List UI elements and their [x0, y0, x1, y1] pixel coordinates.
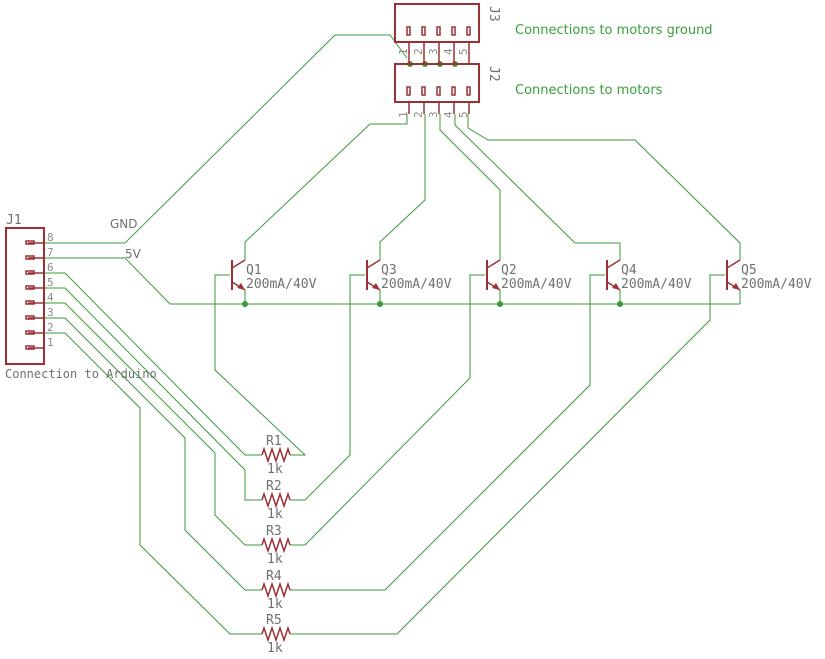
- resistor-r4: R4 1k: [261, 569, 291, 612]
- svg-text:1: 1: [397, 48, 410, 55]
- svg-text:2: 2: [412, 111, 425, 118]
- connector-j1: 8 7 6 5 4 3 2 1 J1 Connection to Arduino: [5, 213, 157, 381]
- svg-text:1k: 1k: [267, 597, 283, 612]
- note-j2: Connections to motors: [515, 83, 663, 98]
- j1-label: Connection to Arduino: [5, 367, 157, 381]
- note-j3: Connections to motors ground: [515, 23, 713, 38]
- svg-text:3: 3: [427, 111, 440, 118]
- svg-text:R1: R1: [266, 434, 282, 449]
- svg-text:Q2: Q2: [501, 263, 517, 278]
- svg-text:1: 1: [47, 336, 54, 349]
- svg-text:8: 8: [47, 231, 54, 244]
- svg-text:Q1: Q1: [246, 263, 262, 278]
- resistor-r5: R5 1k: [261, 613, 291, 656]
- j1-pin2-wire: [44, 332, 262, 635]
- svg-text:2: 2: [47, 321, 54, 334]
- v5-wire: [44, 257, 740, 305]
- svg-text:4: 4: [47, 291, 54, 304]
- q2-base-wire: [290, 274, 485, 546]
- q4-base-wire: [290, 274, 605, 591]
- svg-text:200mA/40V: 200mA/40V: [621, 277, 692, 292]
- j1-pin6-wire: [44, 272, 262, 456]
- q1-collector-wire: [244, 114, 408, 260]
- resistor-r2: R2 1k: [261, 479, 291, 522]
- connector-j3: 1 2 3 4 5 J3: [394, 3, 501, 64]
- transistor-q3: Q3 200mA/40V: [366, 259, 452, 292]
- transistor-q2: Q2 200mA/40V: [486, 259, 572, 292]
- transistor-q4: Q4 200mA/40V: [606, 259, 692, 292]
- svg-text:3: 3: [47, 306, 54, 319]
- j2-ref: J2: [486, 66, 501, 82]
- svg-text:R4: R4: [266, 569, 282, 584]
- svg-text:200mA/40V: 200mA/40V: [381, 277, 452, 292]
- svg-text:R5: R5: [266, 613, 282, 628]
- q5-base-wire: [290, 274, 725, 635]
- transistor-q5: Q5 200mA/40V: [726, 259, 812, 292]
- q2-collector-wire: [439, 114, 501, 260]
- connector-j2: 1 2 3 4 5 J2: [394, 63, 501, 118]
- svg-text:1k: 1k: [267, 641, 283, 656]
- j1-pin3-wire: [44, 317, 262, 591]
- q3-collector-wire: [379, 114, 426, 260]
- j1-ref: J1: [6, 213, 22, 228]
- j1-pin4-wire: [44, 302, 262, 546]
- q3-base-wire: [290, 274, 365, 501]
- net-label-gnd: GND: [110, 217, 138, 231]
- q5-collector-wire: [467, 114, 741, 260]
- svg-text:200mA/40V: 200mA/40V: [501, 277, 572, 292]
- transistor-q1: Q1 200mA/40V: [231, 259, 317, 292]
- svg-text:Q4: Q4: [621, 263, 637, 278]
- j3-ref: J3: [486, 6, 501, 22]
- resistor-r3: R3 1k: [261, 524, 291, 567]
- svg-text:4: 4: [442, 111, 455, 118]
- svg-text:R3: R3: [266, 524, 282, 539]
- j1-pin5-wire: [44, 287, 262, 501]
- svg-text:3: 3: [427, 48, 440, 55]
- q1-base-wire: [214, 274, 307, 456]
- q4-collector-wire: [454, 114, 621, 260]
- net-label-5v: 5V: [125, 247, 142, 261]
- svg-text:R2: R2: [266, 479, 282, 494]
- svg-text:200mA/40V: 200mA/40V: [741, 277, 812, 292]
- wires: [44, 34, 741, 635]
- svg-text:1k: 1k: [267, 462, 283, 477]
- svg-text:2: 2: [412, 48, 425, 55]
- svg-text:1k: 1k: [267, 507, 283, 522]
- svg-text:Q3: Q3: [381, 263, 397, 278]
- svg-text:5: 5: [47, 276, 54, 289]
- svg-text:Q5: Q5: [741, 263, 757, 278]
- svg-text:7: 7: [47, 246, 54, 259]
- svg-text:5: 5: [457, 111, 470, 118]
- svg-text:4: 4: [442, 48, 455, 55]
- gnd-wire: [44, 34, 408, 244]
- svg-text:6: 6: [47, 261, 54, 274]
- svg-text:200mA/40V: 200mA/40V: [246, 277, 317, 292]
- svg-text:1: 1: [397, 111, 410, 118]
- svg-text:5: 5: [457, 48, 470, 55]
- svg-text:1k: 1k: [267, 552, 283, 567]
- resistor-r1: R1 1k: [261, 434, 291, 477]
